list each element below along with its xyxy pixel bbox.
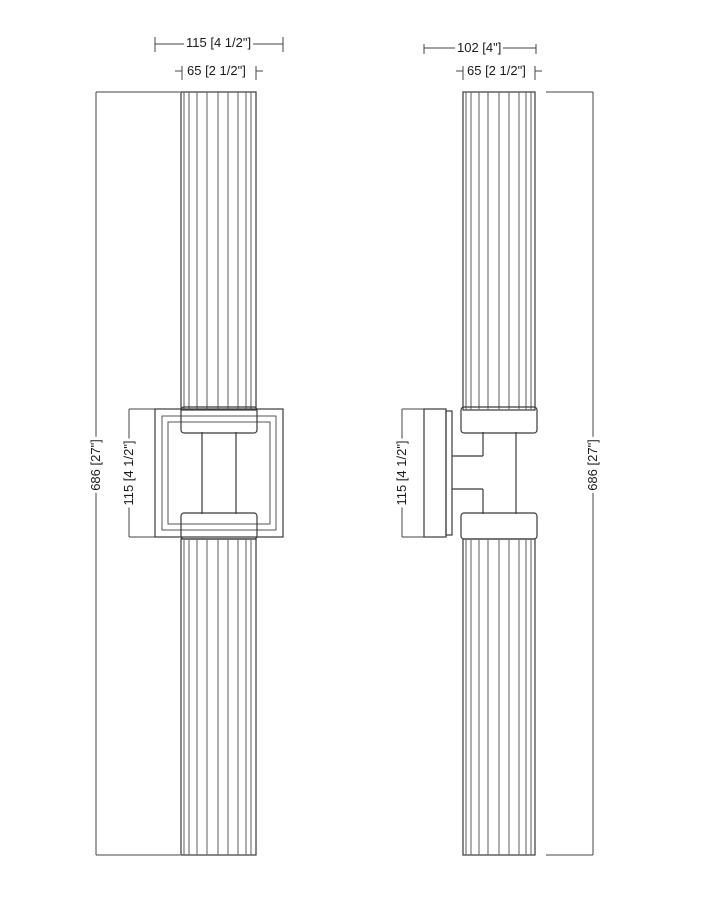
side-height-label: 686 [27"] [585,437,600,493]
front-overall-width-label: 115 [4 1/2"] [184,35,254,50]
side-arm [452,432,517,514]
front-backplate [154,408,284,538]
side-lower-collar [460,512,538,540]
front-upper-collar [180,406,258,434]
side-lower-shade [462,538,536,856]
front-height-dimension [95,91,180,856]
front-shade-width-label: 65 [2 1/2"] [185,63,248,78]
side-shade-width-dimension [456,66,542,80]
front-height-label: 686 [27"] [88,437,103,493]
side-shade-width-label: 65 [2 1/2"] [465,63,528,78]
front-shade-width-dimension [175,66,263,80]
side-upper-collar [460,406,538,434]
side-view [401,44,594,856]
front-backplate-height-label: 115 [4 1/2"] [121,438,136,508]
front-upper-shade [180,91,257,411]
side-upper-shade [462,91,536,411]
side-backplate-height-label: 115 [4 1/2"] [394,438,409,508]
side-overall-depth-label: 102 [4"] [455,40,504,55]
side-backplate [423,408,453,538]
front-lower-shade [180,538,257,856]
front-lower-collar [180,512,258,540]
